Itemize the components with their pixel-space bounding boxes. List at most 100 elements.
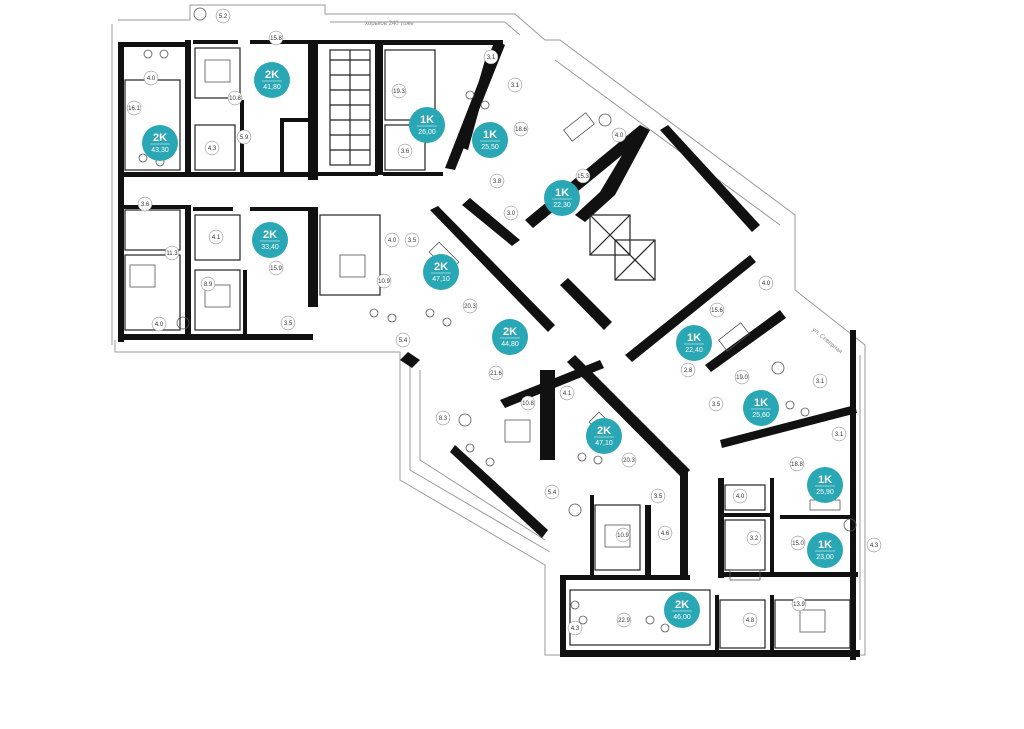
room-area-marker: 8.9 (200, 276, 216, 292)
badge-circle (252, 222, 288, 258)
room-area-value: 19.0 (736, 375, 748, 381)
room-area-marker: 2.8 (680, 362, 696, 378)
room-area-ring (812, 373, 828, 389)
apartment-area: 43,30 (151, 147, 169, 154)
room-area-ring (615, 527, 631, 543)
room-area-marker: 3.6 (137, 196, 153, 212)
apartment-area: 47,10 (432, 276, 450, 283)
apartment-type: 2K (503, 326, 517, 338)
room-area-marker: 4.0 (611, 127, 627, 143)
room-area-marker: 19.3 (391, 83, 407, 99)
room-area-marker: 15.9 (268, 260, 284, 276)
room-area-value: 3.5 (712, 402, 721, 408)
room-area-ring (137, 196, 153, 212)
room-area-marker: 4.3 (567, 620, 583, 636)
room-area-marker: 16.1 (126, 100, 142, 116)
room-area-marker: 4.0 (758, 275, 774, 291)
room-area-ring (709, 302, 725, 318)
room-area-ring (616, 612, 632, 628)
room-area-marker: 3.5 (404, 232, 420, 248)
room-area-ring (376, 273, 392, 289)
room-area-ring (489, 173, 505, 189)
badge-circle (676, 325, 712, 361)
badge-circle (472, 122, 508, 158)
room-area-ring (126, 100, 142, 116)
plant-icons (176, 7, 857, 532)
apartment-area: 25,50 (481, 144, 499, 151)
room-area-value: 11.3 (166, 251, 178, 257)
room-area-marker: 19.0 (734, 369, 750, 385)
room-area-value: 15.3 (577, 174, 589, 180)
room-area-marker: 5.9 (236, 129, 252, 145)
room-area-ring (268, 30, 284, 46)
room-area-marker: 4.3 (866, 537, 882, 553)
room-area-marker: 5.4 (395, 332, 411, 348)
room-area-value: 3.5 (654, 494, 663, 500)
apartment-area: 22,40 (685, 347, 703, 354)
apartment-type: 2K (153, 132, 167, 144)
room-area-marker: 13.9 (791, 596, 807, 612)
room-area-ring (575, 168, 591, 184)
apartment-area: 25,90 (816, 489, 834, 496)
room-area-marker: 3.5 (280, 315, 296, 331)
room-area-value: 4.3 (571, 626, 580, 632)
room-area-ring (280, 315, 296, 331)
room-area-ring (657, 525, 673, 541)
room-area-ring (151, 316, 167, 332)
room-area-value: 3.8 (493, 179, 502, 185)
room-area-value: 4.8 (746, 618, 755, 624)
room-area-ring (397, 143, 413, 159)
room-area-ring (520, 395, 536, 411)
room-area-value: 8.9 (204, 282, 213, 288)
room-area-value: 3.6 (401, 149, 410, 155)
apartment-area: 33,40 (261, 244, 279, 251)
apartment-badge[interactable]: 2K 47,10 (586, 418, 622, 454)
room-area-marker: 3.0 (503, 205, 519, 221)
room-area-ring (395, 332, 411, 348)
room-area-ring (790, 535, 806, 551)
apartment-area: 47,10 (595, 440, 613, 447)
room-area-marker: 15.3 (575, 168, 591, 184)
room-area-value: 4.0 (615, 133, 624, 139)
room-area-marker: 18.6 (513, 121, 529, 137)
apartment-badge[interactable]: 2K 47,10 (423, 254, 459, 290)
room-area-marker: 8.3 (435, 410, 451, 426)
badge-circle (807, 532, 843, 568)
room-area-value: 15.9 (270, 266, 282, 272)
room-area-marker: 11.3 (164, 245, 180, 261)
room-area-ring (567, 620, 583, 636)
room-area-ring (200, 276, 216, 292)
room-area-ring (435, 410, 451, 426)
apartment-badge[interactable]: 2K 43,30 (142, 125, 178, 161)
apartment-type: 1K (687, 332, 701, 344)
apartment-type: 1K (555, 187, 569, 199)
room-area-ring (742, 612, 758, 628)
apartment-type: 2K (597, 425, 611, 437)
terrace-outline (111, 4, 866, 656)
room-area-ring (503, 205, 519, 221)
room-area-marker: 3.1 (483, 49, 499, 65)
room-area-marker: 3.1 (831, 426, 847, 442)
room-area-marker: 4.6 (657, 525, 673, 541)
room-area-marker: 3.6 (397, 143, 413, 159)
badge-circle (743, 390, 779, 426)
apartment-badge[interactable]: 1K 22,40 (676, 325, 712, 361)
badge-circle (492, 319, 528, 355)
room-area-ring (708, 396, 724, 412)
dining-sets (138, 49, 810, 633)
room-area-ring (621, 452, 637, 468)
room-area-value: 4.0 (736, 494, 745, 500)
apartment-type: 2K (434, 261, 448, 273)
room-area-marker: 10.8 (227, 90, 243, 106)
room-area-ring (268, 260, 284, 276)
